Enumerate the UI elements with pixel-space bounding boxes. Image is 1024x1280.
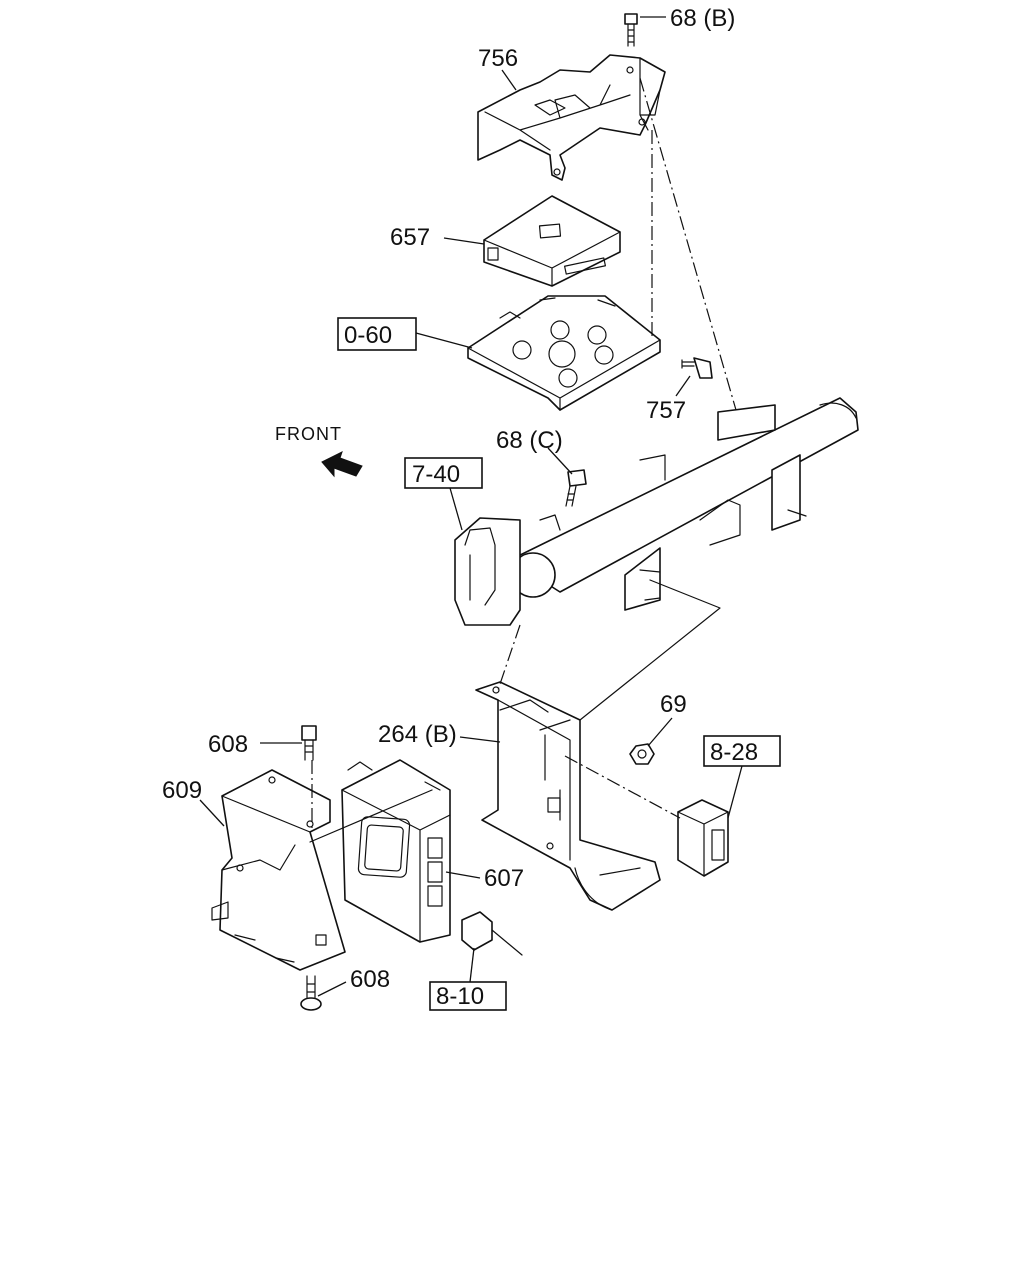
- label-264b: 264 (B): [378, 721, 457, 748]
- front-arrow-icon: [321, 451, 363, 478]
- module-657: [483, 195, 621, 287]
- label-front: FRONT: [275, 424, 342, 444]
- leader-lines: [199, 16, 743, 997]
- label-7-40: 7-40: [412, 461, 460, 488]
- bracket-756: [477, 54, 666, 181]
- label-0-60: 0-60: [344, 322, 392, 349]
- plate-0-60: [467, 295, 661, 411]
- label-608-top: 608: [208, 731, 248, 758]
- ref-box-8-28: [703, 735, 781, 767]
- ref-box-7-40: [404, 457, 483, 489]
- bolt-757: [681, 357, 713, 379]
- label-69: 69: [660, 691, 687, 718]
- label-757: 757: [646, 397, 686, 424]
- cross-member-7-40: [454, 397, 859, 626]
- label-609: 609: [162, 777, 202, 804]
- label-8-28: 8-28: [710, 739, 758, 766]
- label-756: 756: [478, 45, 518, 72]
- relay-8-28: [677, 799, 729, 877]
- bolt-68b: [624, 13, 638, 47]
- nut-69: [629, 743, 655, 765]
- label-607: 607: [484, 865, 524, 892]
- bracket-264b: [475, 681, 661, 911]
- bolt-608-top: [301, 725, 317, 761]
- ref-box-8-10: [429, 981, 507, 1011]
- label-608-bottom: 608: [350, 966, 390, 993]
- label-8-10: 8-10: [436, 983, 484, 1010]
- label-657: 657: [390, 224, 430, 251]
- ref-box-0-60: [337, 317, 417, 351]
- connector-8-10: [461, 911, 523, 956]
- bracket-609: [211, 769, 346, 971]
- label-68c: 68 (C): [496, 427, 563, 454]
- controller-607: [341, 759, 451, 943]
- bolt-608-bottom: [300, 975, 322, 1011]
- bolt-68c: [565, 469, 587, 507]
- label-68b: 68 (B): [670, 5, 735, 32]
- assembly-lines: [309, 77, 737, 843]
